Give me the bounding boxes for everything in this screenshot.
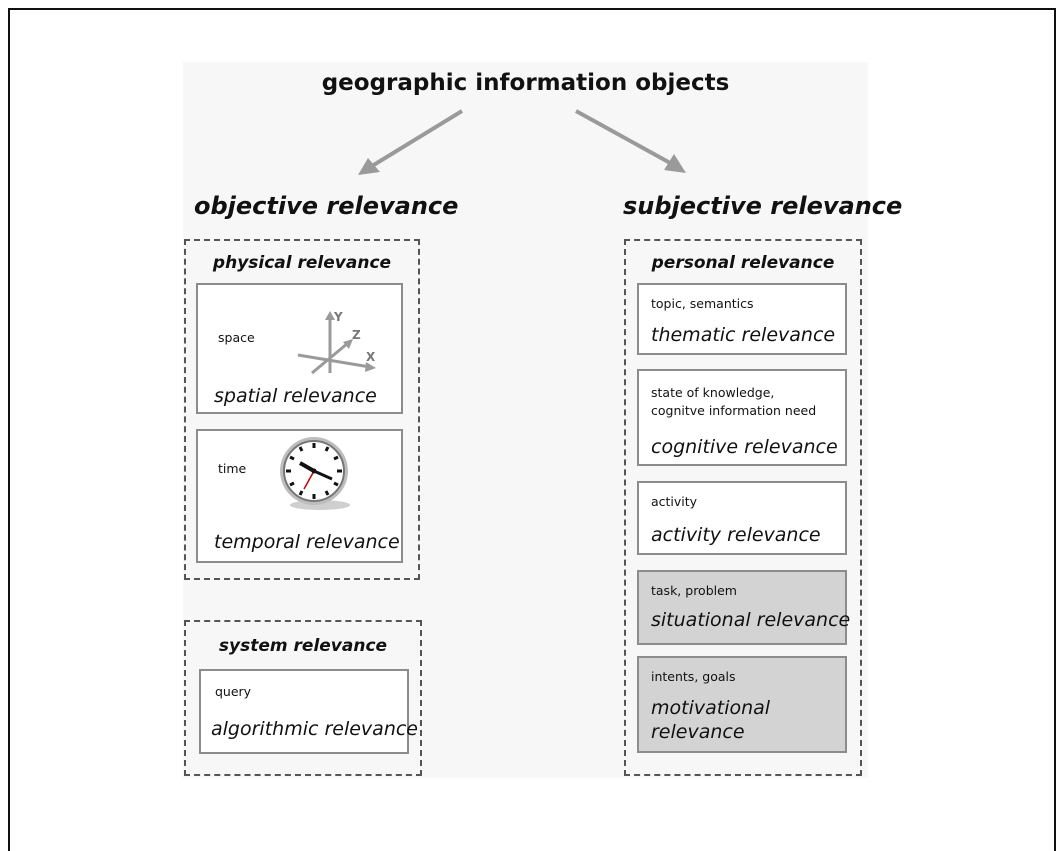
system-relevance-title: system relevance <box>218 636 388 656</box>
space-label: space <box>218 330 255 345</box>
intents-label: intents, goals <box>651 669 736 684</box>
activity-relevance-label: activity relevance <box>651 524 821 546</box>
objective-relevance-heading: objective relevance <box>194 192 459 220</box>
motivational-relevance-label-2: relevance <box>651 721 745 743</box>
cognitive-relevance-box: state of knowledge, cognitve information… <box>637 369 847 466</box>
topic-label: topic, semantics <box>651 296 754 311</box>
svg-text:X: X <box>366 350 376 364</box>
cognitive-relevance-label: cognitive relevance <box>651 436 838 458</box>
situational-relevance-label: situational relevance <box>651 609 851 631</box>
arrow-left <box>370 109 464 168</box>
arrow-right <box>575 109 673 166</box>
diagram-title: geographic information objects <box>321 70 730 96</box>
activity-label: activity <box>651 494 698 509</box>
svg-text:Y: Y <box>333 310 343 324</box>
thematic-relevance-label: thematic relevance <box>651 324 836 346</box>
spatial-relevance-box: space Y Z X spatial relevance <box>196 283 403 414</box>
time-label: time <box>218 461 247 476</box>
subjective-relevance-heading: subjective relevance <box>623 192 903 220</box>
task-label: task, problem <box>651 583 737 598</box>
personal-relevance-group: personal relevance <box>624 239 862 776</box>
motivational-relevance-box: intents, goals motivational relevance <box>637 656 847 753</box>
arrow-right-head <box>664 154 686 173</box>
physical-relevance-group: physical relevance <box>184 239 420 580</box>
thematic-relevance-box: topic, semantics thematic relevance <box>637 283 847 355</box>
motivational-relevance-label-1: motivational <box>651 697 771 719</box>
algorithmic-relevance-box: query algorithmic relevance <box>199 669 418 754</box>
arrow-left-head <box>358 158 380 175</box>
svg-text:Z: Z <box>352 328 361 342</box>
algorithmic-relevance-label: algorithmic relevance <box>211 718 418 740</box>
clock-icon <box>280 437 350 510</box>
spatial-relevance-label: spatial relevance <box>214 385 377 407</box>
figure-frame <box>8 8 1056 851</box>
personal-relevance-title: personal relevance <box>651 253 835 273</box>
physical-relevance-title: physical relevance <box>212 253 392 273</box>
temporal-relevance-label: temporal relevance <box>214 531 400 553</box>
system-relevance-group: system relevance <box>184 620 422 776</box>
situational-relevance-box: task, problem situational relevance <box>637 570 851 645</box>
coordinate-axes-icon: Y Z X <box>297 310 376 375</box>
activity-relevance-box: activity activity relevance <box>637 481 847 555</box>
temporal-relevance-box: time temporal relevance <box>196 429 403 563</box>
knowledge-label-2: cognitve information need <box>651 403 817 418</box>
query-label: query <box>215 684 252 699</box>
knowledge-label-1: state of knowledge, <box>651 385 775 400</box>
